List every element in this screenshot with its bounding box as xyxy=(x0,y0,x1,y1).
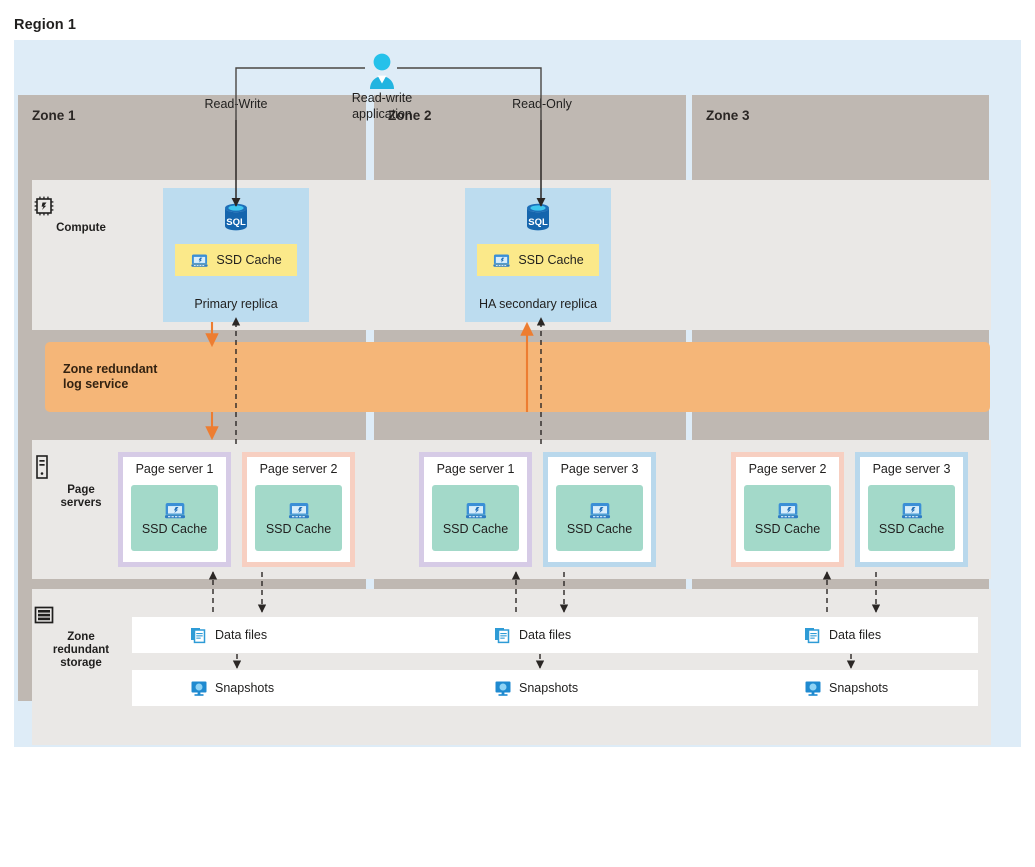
snapshots-zone-2: Snapshots xyxy=(494,670,578,706)
page-server-ssd-cache: SSD Cache xyxy=(131,485,218,551)
data-files-zone-2: Data files xyxy=(494,617,571,653)
ssd-drive-icon xyxy=(190,252,209,269)
legend: Non-covering SSD cache Covering SSD cach… xyxy=(0,757,1035,867)
snapshots-row: Snapshots Snapshots xyxy=(132,670,978,706)
ssd-drive-icon xyxy=(287,500,311,521)
snapshots-label: Snapshots xyxy=(829,681,889,695)
page-server-ssd-cache: SSD Cache xyxy=(744,485,831,551)
data-files-zone-1: Data files xyxy=(190,617,267,653)
zone-redundant-log-service: Zone redundant log service xyxy=(45,342,990,412)
documents-icon xyxy=(804,626,822,644)
ssd-drive-icon xyxy=(588,500,612,521)
sql-database-icon: SQL xyxy=(219,200,253,240)
zone-3-title: Zone 3 xyxy=(706,108,750,123)
page-server-ssd-cache: SSD Cache xyxy=(868,485,955,551)
page-server-ssd-cache: SSD Cache xyxy=(556,485,643,551)
page-server-title: Page server 3 xyxy=(872,462,951,476)
sql-database-icon: SQL xyxy=(521,200,555,240)
ssd-drive-icon xyxy=(776,500,800,521)
snapshots-label: Snapshots xyxy=(519,681,579,695)
page-server-card-z2-2[interactable]: Page server 3 SSD Cache xyxy=(543,452,656,567)
primary-replica-ssd-cache: SSD Cache xyxy=(175,244,297,276)
ssd-cache-label: SSD Cache xyxy=(878,522,945,536)
page-servers-layer-label: Page servers xyxy=(60,484,102,509)
ssd-cache-label: SSD Cache xyxy=(566,522,633,536)
documents-icon xyxy=(190,626,208,644)
ssd-drive-icon xyxy=(163,500,187,521)
storage-layer-legend: Zone redundant storage xyxy=(32,589,130,670)
ssd-cache-label: SSD Cache xyxy=(141,522,208,536)
ssd-drive-icon xyxy=(492,252,511,269)
ssd-cache-label: SSD Cache xyxy=(216,253,282,267)
primary-replica-card[interactable]: SQL SSD Cache Primary replica xyxy=(163,188,309,322)
snapshots-label: Snapshots xyxy=(215,681,275,695)
page-servers-layer-legend: Page servers xyxy=(32,440,130,510)
data-files-label: Data files xyxy=(215,628,268,642)
ssd-cache-label: SSD Cache xyxy=(754,522,821,536)
ssd-cache-label: SSD Cache xyxy=(442,522,509,536)
compute-layer-legend: Compute xyxy=(32,180,130,235)
svg-text:SQL: SQL xyxy=(528,217,548,228)
snapshot-monitor-icon xyxy=(190,679,208,697)
primary-replica-label: Primary replica xyxy=(194,297,278,311)
page-server-title: Page server 3 xyxy=(560,462,639,476)
ssd-cache-label: SSD Cache xyxy=(265,522,332,536)
compute-layer-label: Compute xyxy=(56,222,106,234)
snapshot-monitor-icon xyxy=(804,679,822,697)
snapshots-zone-1: Snapshots xyxy=(190,670,274,706)
cpu-chip-icon xyxy=(32,194,130,218)
ha-secondary-replica-card[interactable]: SQL SSD Cache HA secondary replica xyxy=(465,188,611,322)
data-files-label: Data files xyxy=(829,628,882,642)
page-server-title: Page server 2 xyxy=(748,462,827,476)
ha-secondary-replica-label: HA secondary replica xyxy=(478,297,598,311)
svg-text:SQL: SQL xyxy=(226,217,246,228)
page-server-card-z2-1[interactable]: Page server 1 SSD Cache xyxy=(419,452,532,567)
storage-layer-label: Zone redundant storage xyxy=(52,631,110,669)
page-server-card-z1-1[interactable]: Page server 1 SSD Cache xyxy=(118,452,231,567)
log-service-label: Zone redundant log service xyxy=(63,362,158,391)
snapshots-zone-3: Snapshots xyxy=(804,670,888,706)
data-files-zone-3: Data files xyxy=(804,617,881,653)
documents-icon xyxy=(494,626,512,644)
read-only-path-label: Read-Only xyxy=(512,97,572,111)
page-server-card-z3-2[interactable]: Page server 3 SSD Cache xyxy=(855,452,968,567)
ssd-drive-icon xyxy=(900,500,924,521)
page-server-title: Page server 1 xyxy=(135,462,214,476)
snapshot-monitor-icon xyxy=(494,679,512,697)
user-person-icon xyxy=(365,52,399,90)
page-server-card-z3-1[interactable]: Page server 2 SSD Cache xyxy=(731,452,844,567)
page-server-ssd-cache: SSD Cache xyxy=(255,485,342,551)
data-files-row: Data files Data files Data files xyxy=(132,617,978,653)
page-server-title: Page server 2 xyxy=(259,462,338,476)
data-files-label: Data files xyxy=(519,628,572,642)
server-icon xyxy=(32,454,130,480)
ssd-drive-icon xyxy=(464,500,488,521)
storage-layer: Zone redundant storage xyxy=(32,589,991,745)
page-server-ssd-cache: SSD Cache xyxy=(432,485,519,551)
ha-secondary-replica-ssd-cache: SSD Cache xyxy=(477,244,599,276)
application-label: Read-write application xyxy=(351,91,413,121)
ssd-cache-label: SSD Cache xyxy=(518,253,584,267)
page-server-title: Page server 1 xyxy=(436,462,515,476)
storage-stack-icon xyxy=(32,603,130,627)
read-write-path-label: Read-Write xyxy=(204,97,268,111)
page-server-card-z1-2[interactable]: Page server 2 SSD Cache xyxy=(242,452,355,567)
zone-1-title: Zone 1 xyxy=(32,108,76,123)
region-label: Region 1 xyxy=(14,17,77,33)
